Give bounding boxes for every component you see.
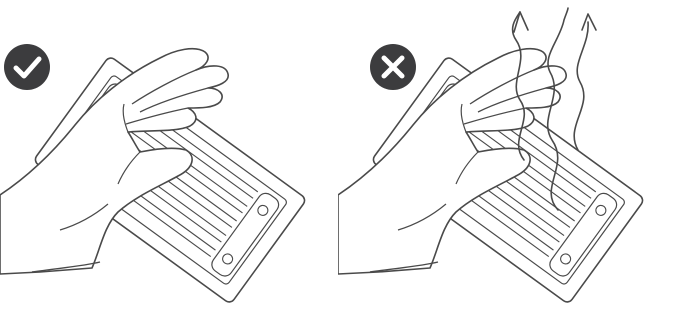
panel-incorrect	[338, 0, 676, 333]
panel-correct	[0, 0, 338, 333]
checkmark-icon	[4, 44, 50, 90]
airflow-arrow-3	[574, 22, 588, 150]
vent-hand-illustration-correct	[0, 0, 338, 333]
checkmark-badge-circle	[4, 44, 50, 90]
x-icon	[370, 44, 416, 90]
